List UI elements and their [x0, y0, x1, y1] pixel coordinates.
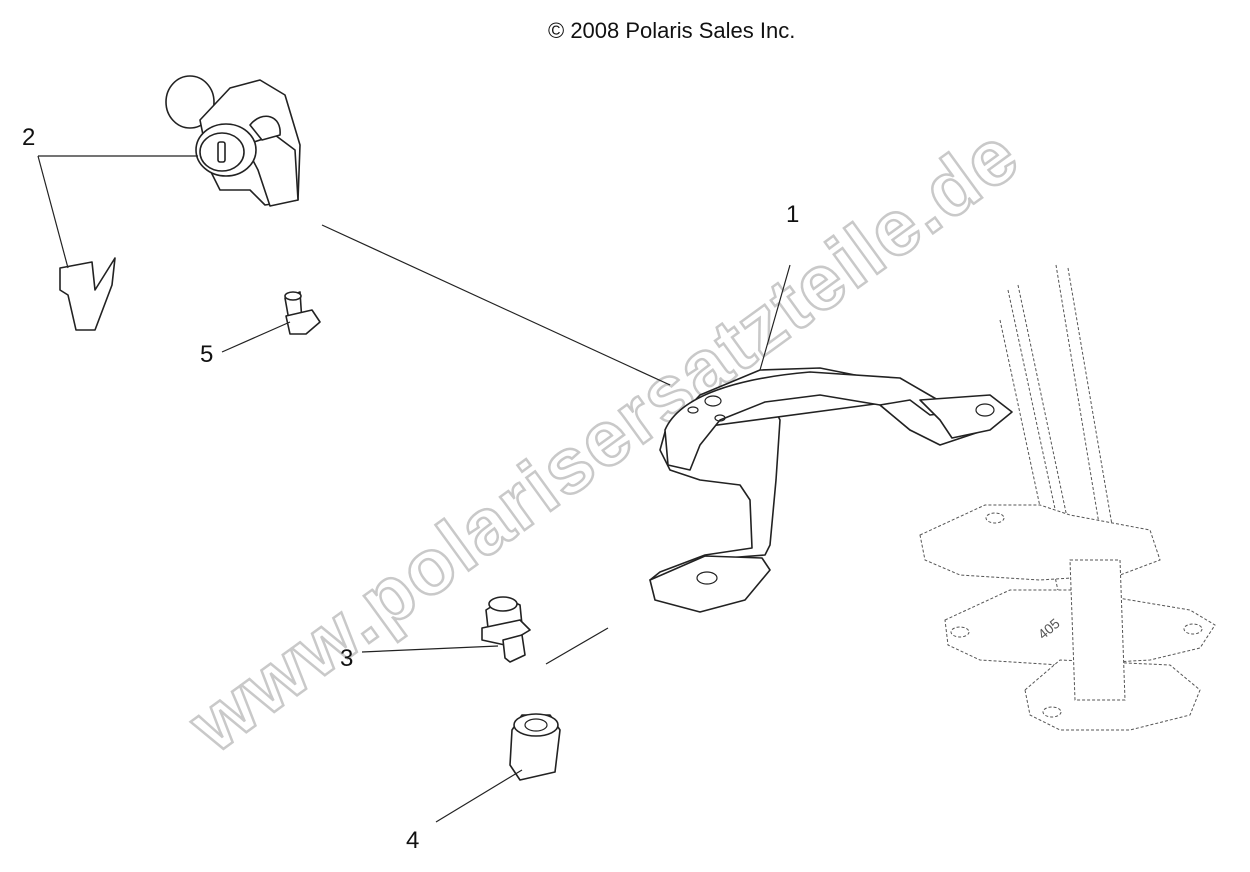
copyright-text: © 2008 Polaris Sales Inc. — [548, 18, 796, 43]
callout-1: 1 — [786, 201, 799, 228]
steering-column-ghost: 405 — [919, 264, 1216, 731]
part-5-screw — [284, 291, 321, 335]
part-1-bracket — [649, 264, 1013, 613]
leader-lines — [37, 155, 671, 823]
part-3-bolt — [481, 596, 531, 663]
callout-4: 4 — [406, 827, 419, 854]
callout-2: 2 — [22, 124, 35, 151]
callout-5: 5 — [200, 341, 213, 368]
key — [59, 257, 116, 331]
part-4-nut — [509, 713, 561, 781]
watermark: www.polarisersatzteile.de — [172, 109, 1034, 769]
callout-3: 3 — [340, 645, 353, 672]
part-2-ignition-switch — [165, 75, 301, 207]
